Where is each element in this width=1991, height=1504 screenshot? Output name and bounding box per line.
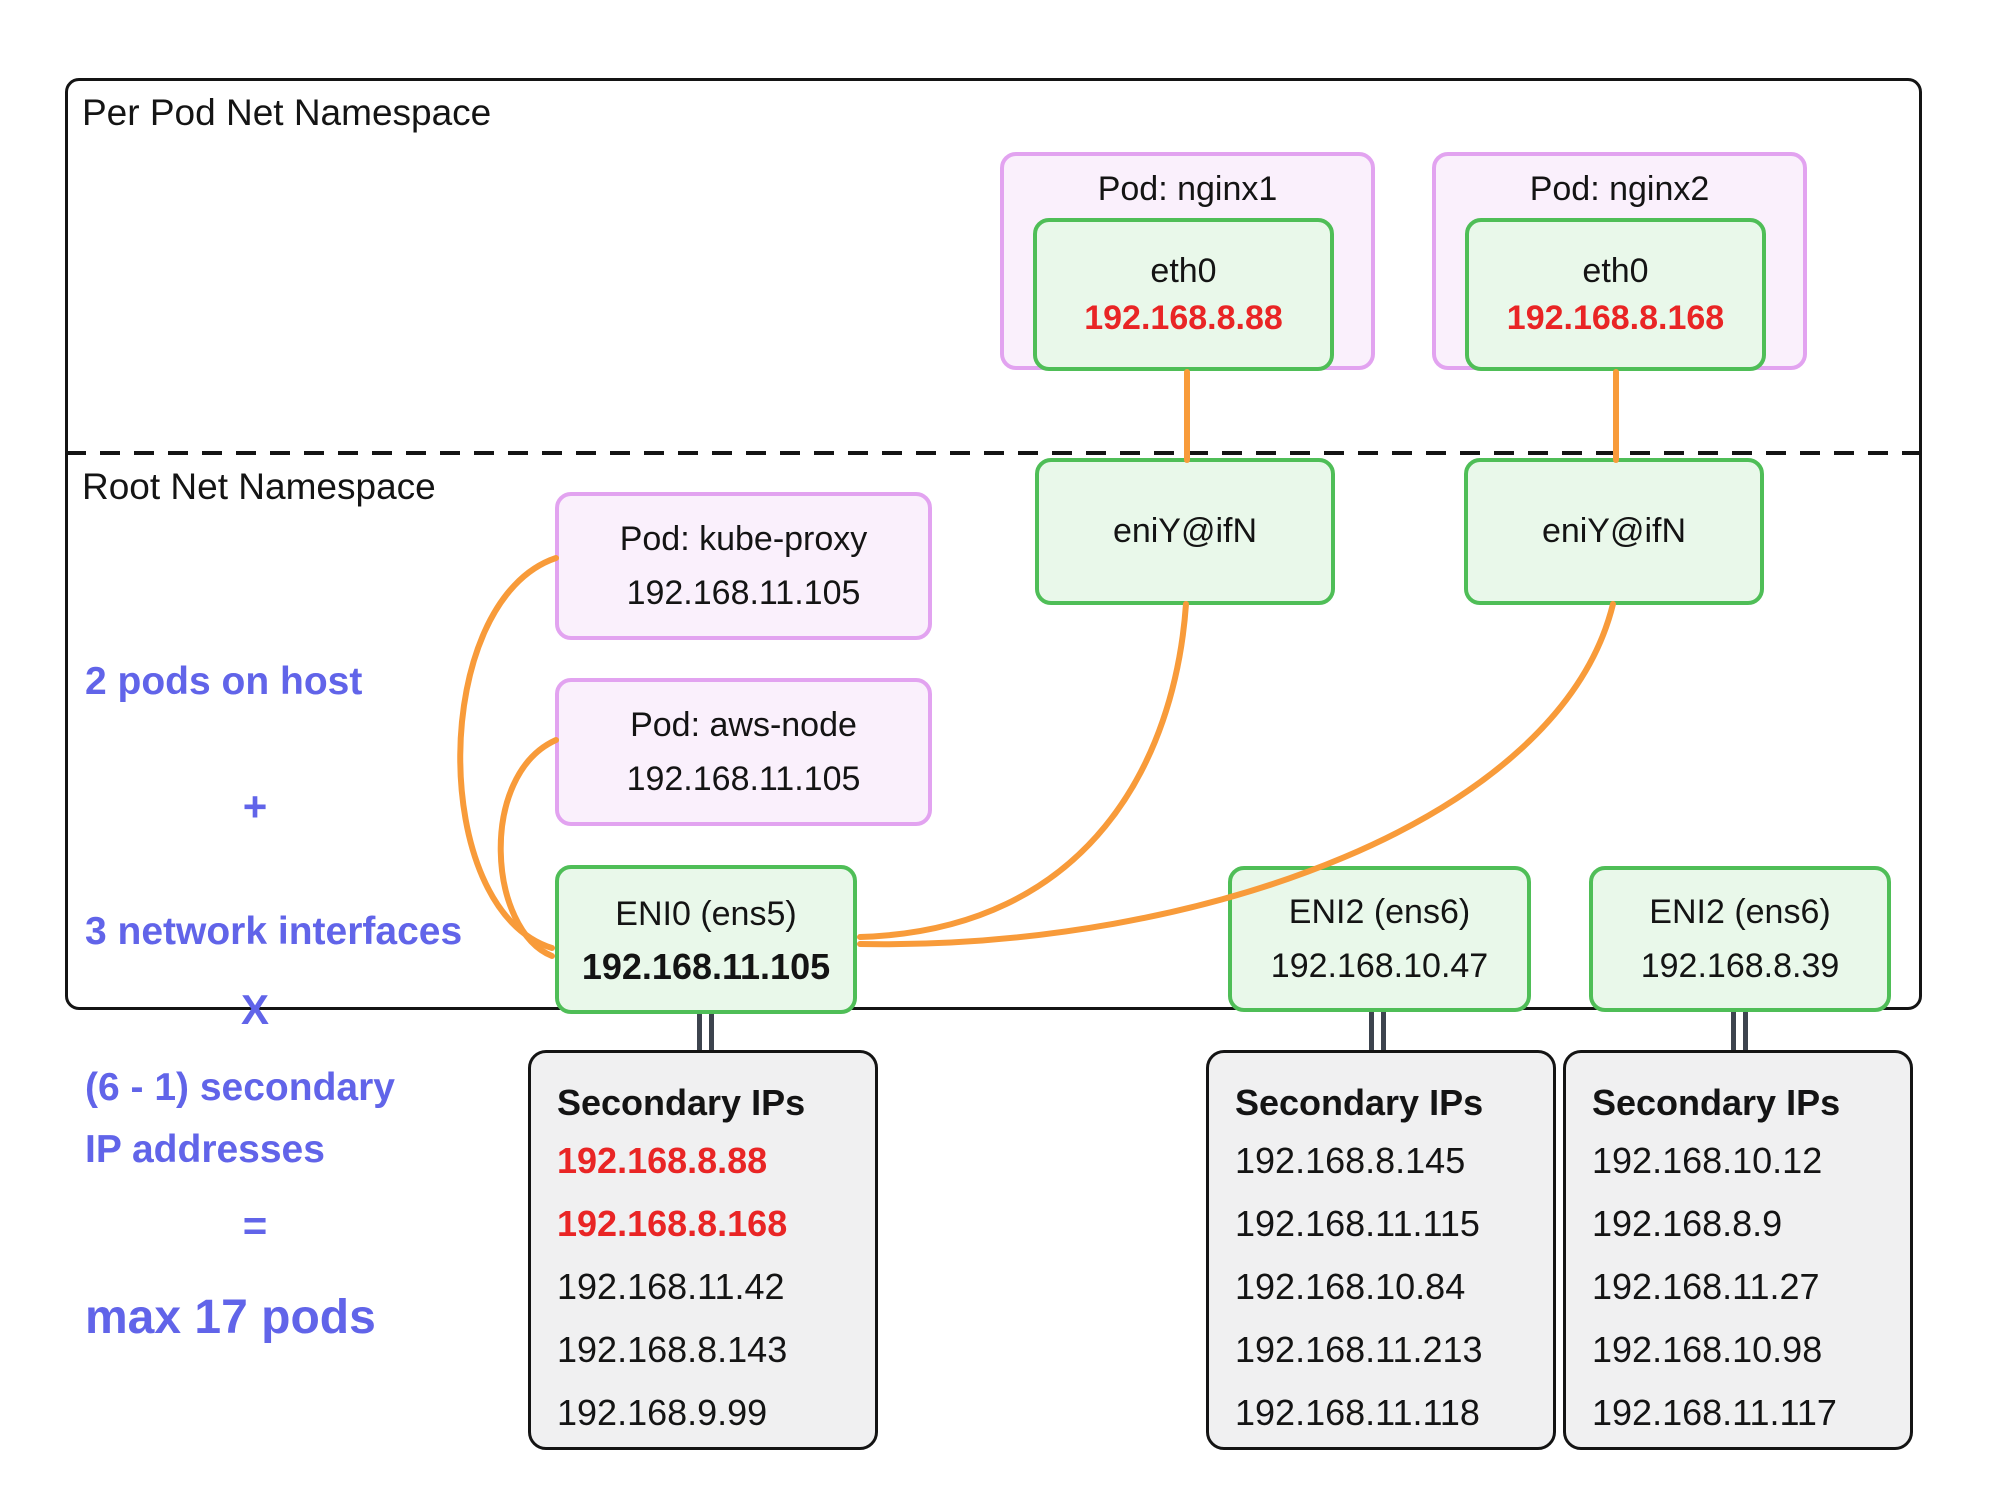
pod-nginx2-ip: 192.168.8.168 — [1506, 298, 1725, 337]
secondary-ip-entry: 192.168.11.118 — [1235, 1392, 1480, 1433]
pod-nginx1-iface-label: eth0 — [1150, 251, 1217, 290]
eni2-first-box: ENI2 (ens6) 192.168.10.47 — [1228, 866, 1531, 1012]
eni2-first-ip: 192.168.10.47 — [1270, 947, 1489, 985]
secondary-ip-entry: 192.168.10.98 — [1592, 1329, 1823, 1370]
secondary-ip-entry: 192.168.8.143 — [557, 1329, 788, 1370]
pod-nginx1-eth0-box: eth0 192.168.8.88 — [1033, 218, 1334, 371]
veth-interface-left-box: eniY@ifN — [1035, 458, 1335, 605]
calc-secondary-line-1: (6 - 1) secondary — [85, 1066, 395, 1109]
eni0-title: ENI0 (ens5) — [615, 895, 797, 934]
eni2-first-secondary-connector — [1369, 1012, 1386, 1052]
secondary-ip-entry: 192.168.8.9 — [1592, 1203, 1783, 1244]
secondary-ips-list-eni2-first: Secondary IPs 192.168.8.145 192.168.11.1… — [1206, 1050, 1556, 1450]
secondary-ip-entry: 192.168.11.42 — [557, 1266, 785, 1307]
calc-multiply-operator: X — [240, 986, 269, 1033]
calc-secondary-line-2: IP addresses — [85, 1128, 325, 1171]
pod-nginx2-box: Pod: nginx2 eth0 192.168.8.168 — [1432, 152, 1807, 371]
pod-nginx2-iface-label: eth0 — [1582, 251, 1649, 290]
eni2-first-title: ENI2 (ens6) — [1288, 892, 1471, 931]
secondary-ips-list-eni0: Secondary IPs 192.168.8.88 192.168.8.168… — [528, 1050, 878, 1450]
per-pod-namespace-label: Per Pod Net Namespace — [82, 92, 492, 133]
pod-nginx1-box: Pod: nginx1 eth0 192.168.8.88 — [1000, 152, 1375, 371]
host-boundary-box — [65, 78, 1922, 1010]
veth-interface-right-label: eniY@ifN — [1541, 512, 1687, 550]
pod-aws-node-box: Pod: aws-node 192.168.11.105 — [555, 678, 932, 826]
pod-nginx2-title: Pod: nginx2 — [1529, 170, 1710, 208]
secondary-ip-entry: 192.168.11.27 — [1592, 1266, 1820, 1307]
secondary-ip-entry: 192.168.9.99 — [557, 1392, 768, 1433]
calc-equals-operator: = — [242, 1202, 268, 1249]
secondary-ip-entry: 192.168.11.117 — [1592, 1392, 1837, 1433]
root-namespace-label: Root Net Namespace — [82, 466, 436, 507]
secondary-ip-entry: 192.168.10.12 — [1592, 1140, 1823, 1181]
secondary-ip-entry: 192.168.8.145 — [1235, 1140, 1466, 1181]
veth-interface-right-box: eniY@ifN — [1464, 458, 1764, 605]
calc-pods-line: 2 pods on host — [85, 660, 363, 703]
secondary-ip-entry: 192.168.8.168 — [557, 1203, 788, 1244]
pod-aws-node-title: Pod: aws-node — [630, 705, 857, 744]
secondary-ip-entry: 192.168.11.213 — [1235, 1329, 1483, 1370]
eni0-box: ENI0 (ens5) 192.168.11.105 — [555, 865, 857, 1014]
eni2-second-title: ENI2 (ens6) — [1649, 892, 1831, 931]
eni2-second-box: ENI2 (ens6) 192.168.8.39 — [1589, 866, 1891, 1012]
pod-aws-node-ip: 192.168.11.105 — [626, 760, 861, 798]
secondary-ips-title: Secondary IPs — [1592, 1082, 1841, 1123]
pod-kube-proxy-ip: 192.168.11.105 — [626, 574, 861, 612]
calc-interfaces-line: 3 network interfaces — [85, 910, 463, 953]
veth-interface-left-label: eniY@ifN — [1112, 512, 1258, 550]
secondary-ip-entry: 192.168.8.88 — [557, 1140, 768, 1181]
secondary-ip-entry: 192.168.11.115 — [1235, 1203, 1480, 1244]
pod-nginx2-eth0-box: eth0 192.168.8.168 — [1465, 218, 1766, 371]
eni0-secondary-connector — [697, 1012, 714, 1052]
secondary-ips-title: Secondary IPs — [557, 1082, 806, 1123]
secondary-ip-entry: 192.168.10.84 — [1235, 1266, 1466, 1307]
pod-kube-proxy-box: Pod: kube-proxy 192.168.11.105 — [555, 492, 932, 640]
secondary-ips-list-eni2-second: Secondary IPs 192.168.10.12 192.168.8.9 … — [1563, 1050, 1913, 1450]
calc-plus-operator: + — [242, 783, 268, 830]
eni2-second-ip: 192.168.8.39 — [1640, 947, 1840, 985]
eni2-second-secondary-connector — [1731, 1012, 1748, 1052]
pod-nginx1-title: Pod: nginx1 — [1097, 170, 1278, 208]
namespace-divider-dashed-line — [66, 451, 1921, 455]
calc-result-max-pods: max 17 pods — [85, 1291, 376, 1344]
eni0-ip: 192.168.11.105 — [581, 945, 831, 987]
secondary-ips-title: Secondary IPs — [1235, 1082, 1484, 1123]
pod-kube-proxy-title: Pod: kube-proxy — [619, 519, 868, 558]
pod-nginx1-ip: 192.168.8.88 — [1084, 298, 1283, 337]
